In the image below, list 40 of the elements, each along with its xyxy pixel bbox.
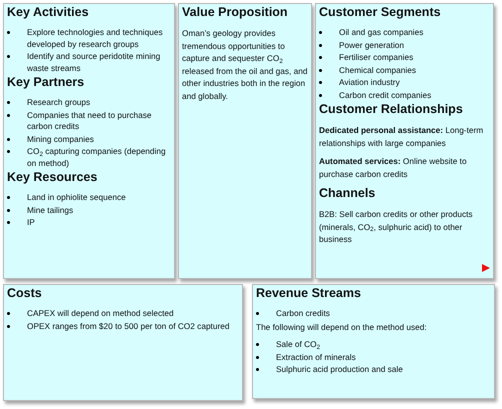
section-heading: Revenue Streams (256, 286, 362, 301)
list-item: Extraction of minerals (276, 352, 356, 363)
list-item: CAPEX will depend on method selected (27, 308, 174, 320)
section-heading: Customer Segments (319, 5, 442, 20)
list-item: Power generation (339, 40, 404, 51)
canvas-panel (3, 284, 243, 401)
list-item: Sale of CO$_{2}$ (276, 339, 320, 350)
list-item: Sulphuric acid production and sale (276, 364, 403, 376)
section-heading: Key Partners (7, 75, 86, 90)
section-heading: Channels (319, 186, 376, 201)
section-heading: Costs (7, 286, 43, 301)
section-heading: Key Activities (7, 5, 90, 20)
list-item: CO$_{2}$ capturing companies (depending on method) (27, 146, 167, 169)
list-item: OPEX ranges from $20 to 500 per ton of CO2 captured (27, 320, 230, 332)
paragraph: Oman’s geology provides tremendous opportunities to capture and sequester CO$_{2}$ released from the oil and gas, and other industries both in the region and globally. (182, 27, 308, 102)
paragraph: B2B: Sell carbon credits or other products (minerals, CO$_{2}$, sulphuric acid) to other business (319, 208, 474, 246)
paragraph: Automated services: Online website to purchase carbon credits (319, 155, 468, 180)
list-item: Carbon credits (276, 308, 330, 320)
list-item: Chemical companies (339, 64, 416, 76)
list-item: Carbon credit companies (339, 90, 432, 101)
paragraph: The following will depend on the method used: (256, 320, 428, 333)
list-item: Aviation industry (339, 77, 400, 88)
list-item: Identify and source peridotite mining waste streams (27, 51, 162, 74)
list-item: IP (27, 217, 35, 228)
list-item: Fertiliser companies (339, 52, 414, 64)
list-item: Mining companies (27, 134, 94, 145)
list-item: Research groups (27, 97, 90, 108)
canvas-panel (315, 3, 494, 279)
paragraph: Dedicated personal assistance: Long-term relationships with large companies (319, 124, 484, 149)
list-item: Oil and gas companies (339, 27, 424, 38)
list-item: Companies that need to purchase carbon credits (27, 110, 153, 132)
list-item: Land in ophiolite sequence (27, 192, 126, 204)
section-heading: Value Proposition (182, 5, 289, 20)
list-item: Mine tailings (27, 204, 74, 216)
list-item: Explore technologies and techniques developed by research groups (27, 27, 164, 50)
canvas-panel (252, 284, 495, 399)
section-heading: Customer Relationships (319, 102, 464, 117)
section-heading: Key Resources (7, 170, 98, 185)
canvas-panel (3, 3, 175, 279)
canvas-panel (178, 3, 312, 279)
